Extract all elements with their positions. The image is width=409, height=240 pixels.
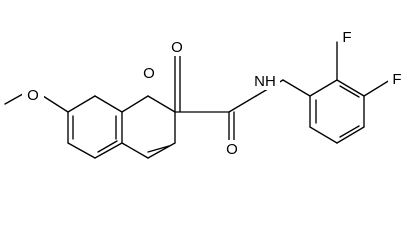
fluorine-meta-label: F — [342, 29, 351, 46]
amide-group — [174, 95, 257, 144]
benzo-ring — [67, 95, 123, 159]
methoxy-oxygen-label: O — [27, 87, 39, 104]
ring-oxygen-label: O — [143, 65, 155, 82]
pyranone-ring — [121, 54, 181, 159]
lactone-carbonyl-oxygen-label: O — [171, 39, 183, 56]
amide-nitrogen-label: NH — [254, 73, 276, 90]
fluorine-para-label: F — [392, 71, 401, 88]
molecule-svg: O O O NH O F F — [4, 29, 402, 159]
molecule-structure-diagram: O O O NH O F F — [4, 29, 402, 159]
amide-carbonyl-oxygen-label: O — [226, 141, 238, 158]
difluorophenyl-ring — [255, 41, 391, 144]
